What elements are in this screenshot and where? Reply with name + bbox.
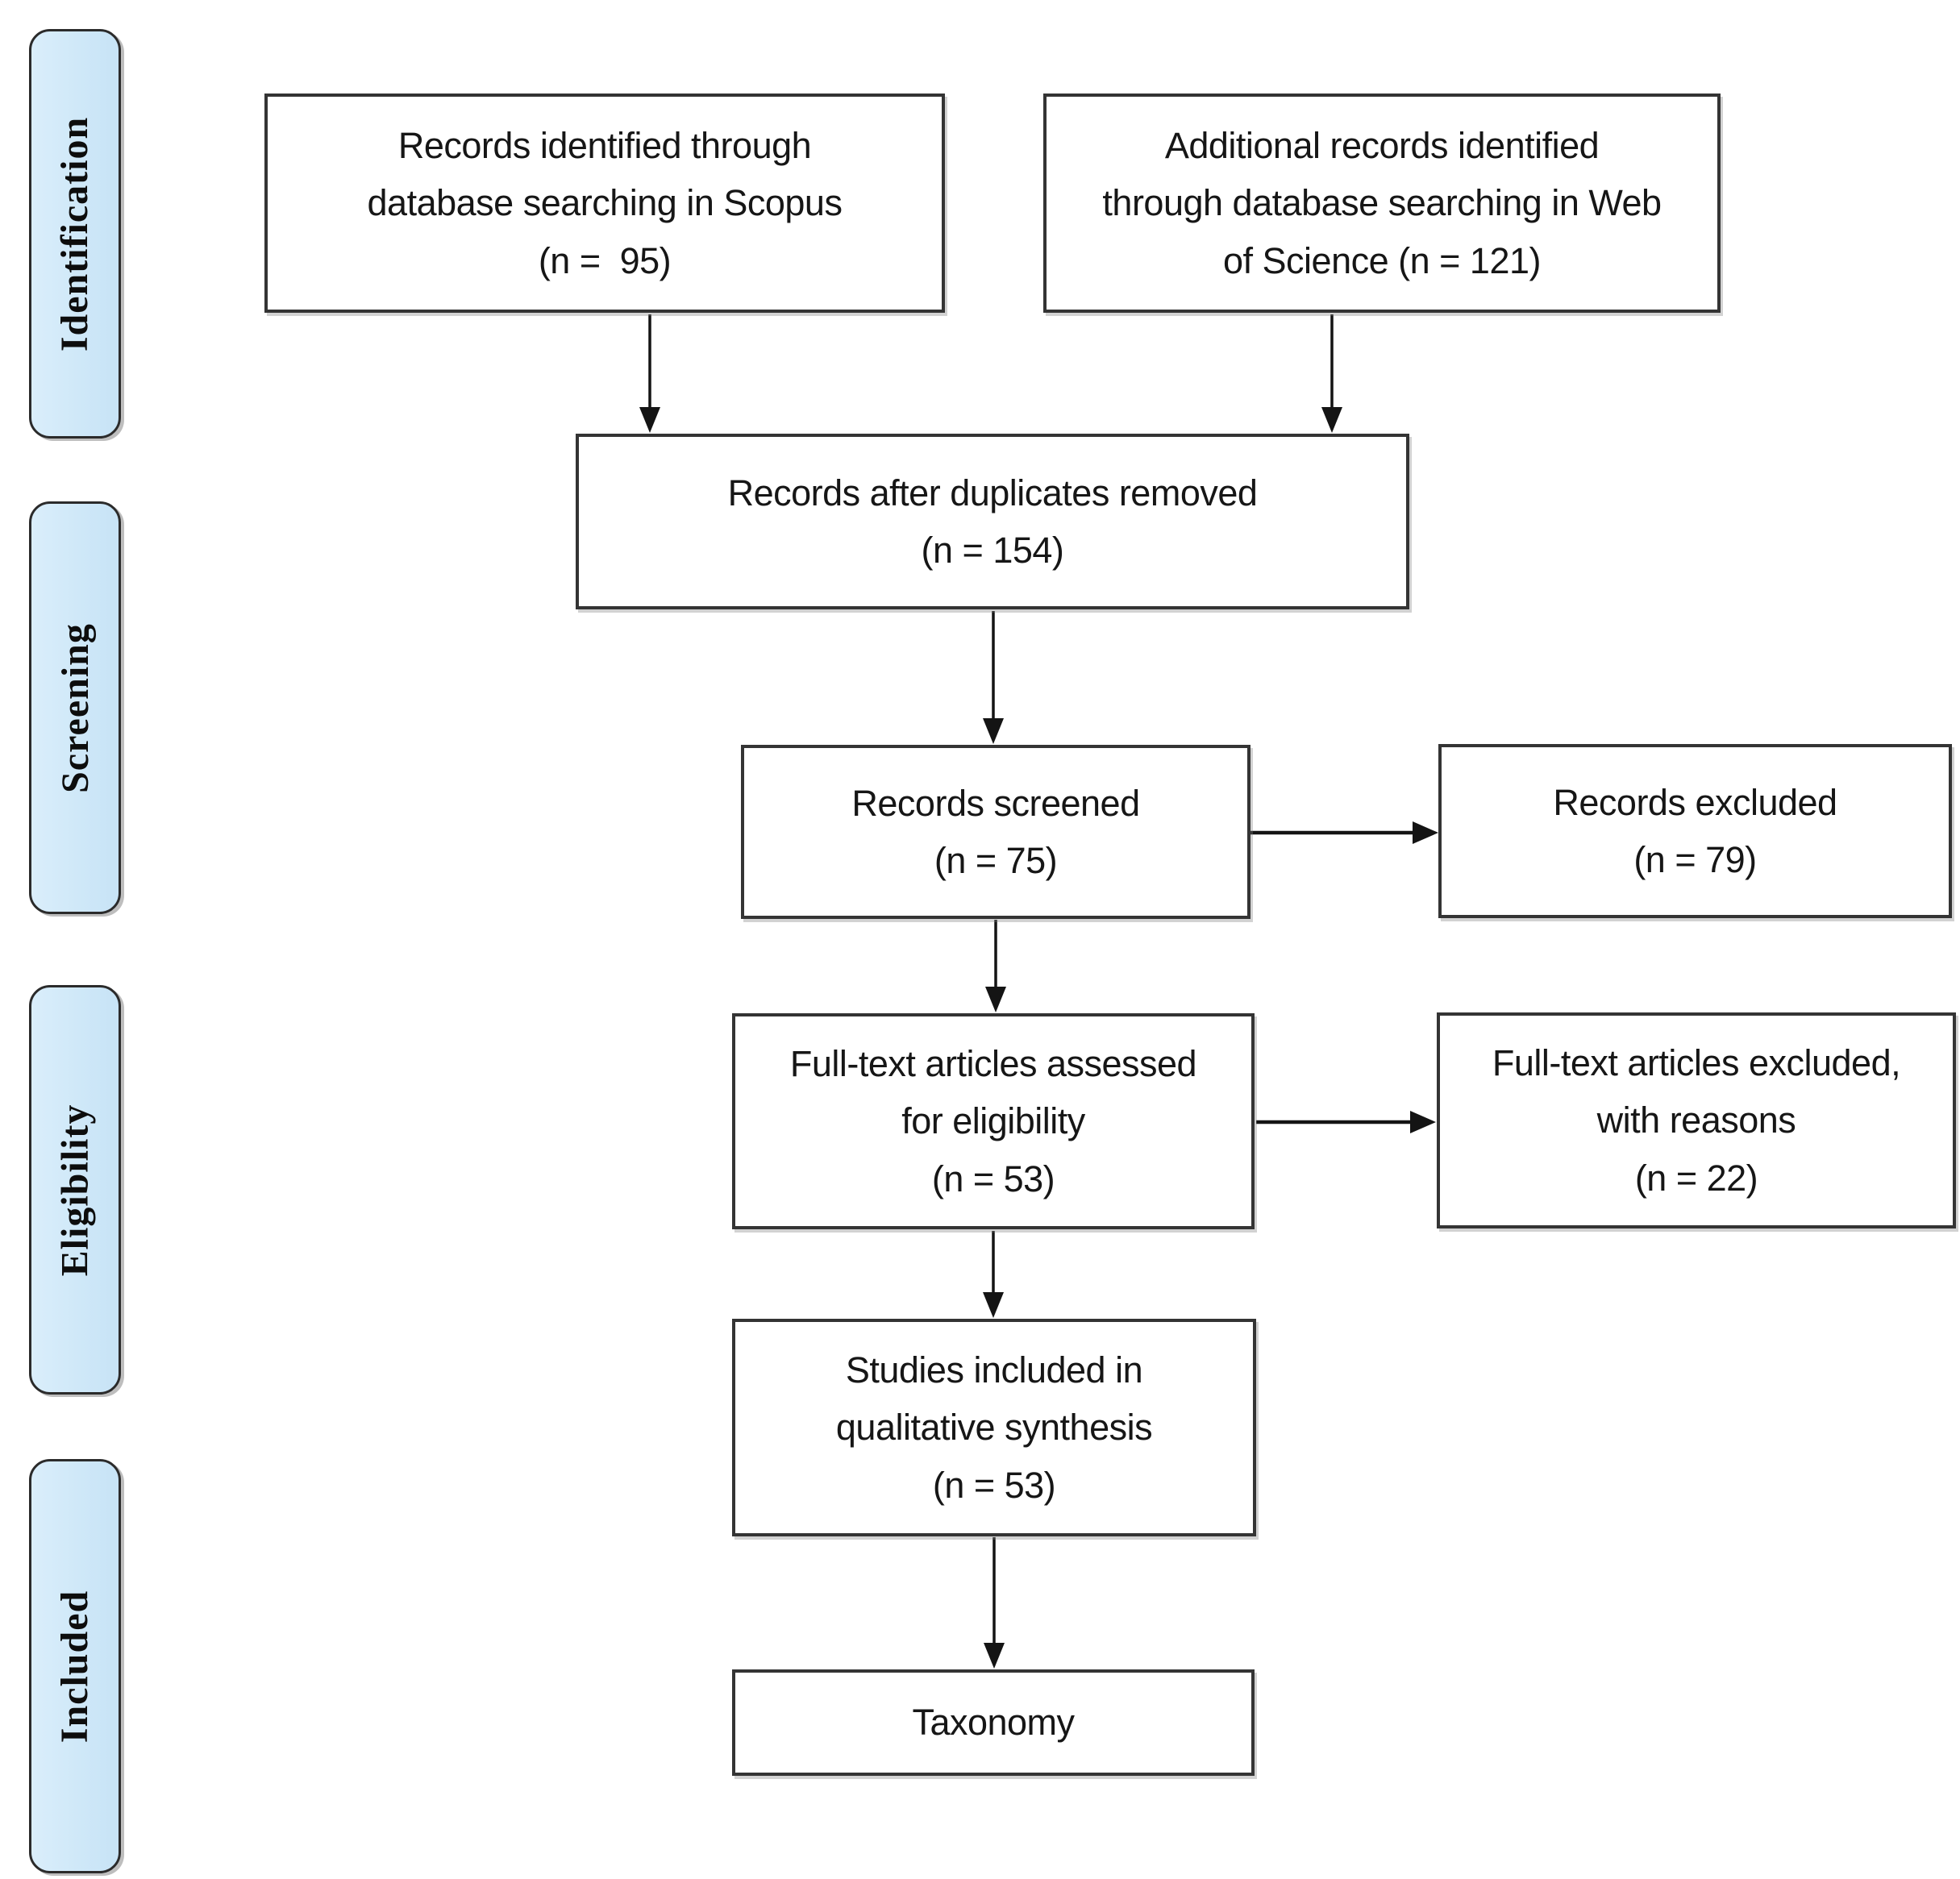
stage-label-identification: Identification — [53, 116, 97, 351]
arrow-fulltext-to-qualitative — [983, 1231, 1004, 1318]
node-fulltext-articles-excluded-text: Full-text articles excluded, with reason… — [1492, 1042, 1901, 1199]
stage-label-eligibility: Eligibility — [53, 1104, 97, 1276]
arrow-fulltext-to-fulltext-excluded — [1256, 1111, 1436, 1133]
node-studies-included-qualitative-synthesis-text: Studies included in qualitative synthesi… — [835, 1349, 1153, 1506]
node-fulltext-articles-assessed-text: Full-text articles assessed for eligibil… — [789, 1043, 1197, 1199]
node-records-excluded-text: Records excluded (n = 79) — [1553, 781, 1837, 880]
arrow-wos-to-duplicates — [1321, 314, 1342, 433]
arrow-screened-to-fulltext — [985, 920, 1006, 1012]
node-fulltext-articles-excluded: Full-text articles excluded, with reason… — [1437, 1012, 1956, 1228]
node-taxonomy-text: Taxonomy — [912, 1702, 1075, 1744]
stage-pill-included: Included — [29, 1459, 121, 1873]
arrow-scopus-to-duplicates — [639, 314, 660, 433]
stage-pill-screening: Screening — [29, 501, 121, 914]
node-records-after-duplicates-removed-text: Records after duplicates removed (n = 15… — [727, 472, 1258, 571]
arrow-qualitative-to-taxonomy — [984, 1537, 1005, 1669]
arrow-duplicates-to-screened — [983, 611, 1004, 744]
node-records-identified-scopus-text: Records identified through database sear… — [367, 125, 843, 281]
node-records-screened-text: Records screened (n = 75) — [851, 782, 1140, 881]
node-records-screened: Records screened (n = 75) — [741, 745, 1250, 919]
node-records-identified-web-of-science-text: Additional records identified through da… — [1102, 125, 1662, 281]
node-fulltext-articles-assessed: Full-text articles assessed for eligibil… — [732, 1013, 1255, 1229]
stage-pill-identification: Identification — [29, 29, 121, 439]
stage-pill-eligibility: Eligibility — [29, 985, 121, 1395]
node-records-after-duplicates-removed: Records after duplicates removed (n = 15… — [576, 434, 1409, 609]
stage-label-included: Included — [53, 1590, 97, 1743]
node-records-identified-web-of-science: Additional records identified through da… — [1043, 94, 1721, 313]
node-records-excluded: Records excluded (n = 79) — [1438, 744, 1952, 918]
node-taxonomy: Taxonomy — [732, 1669, 1255, 1776]
node-studies-included-qualitative-synthesis: Studies included in qualitative synthesi… — [732, 1319, 1256, 1536]
arrow-screened-to-excluded — [1250, 821, 1438, 844]
stage-label-screening: Screening — [53, 622, 97, 793]
node-records-identified-scopus: Records identified through database sear… — [264, 94, 945, 313]
